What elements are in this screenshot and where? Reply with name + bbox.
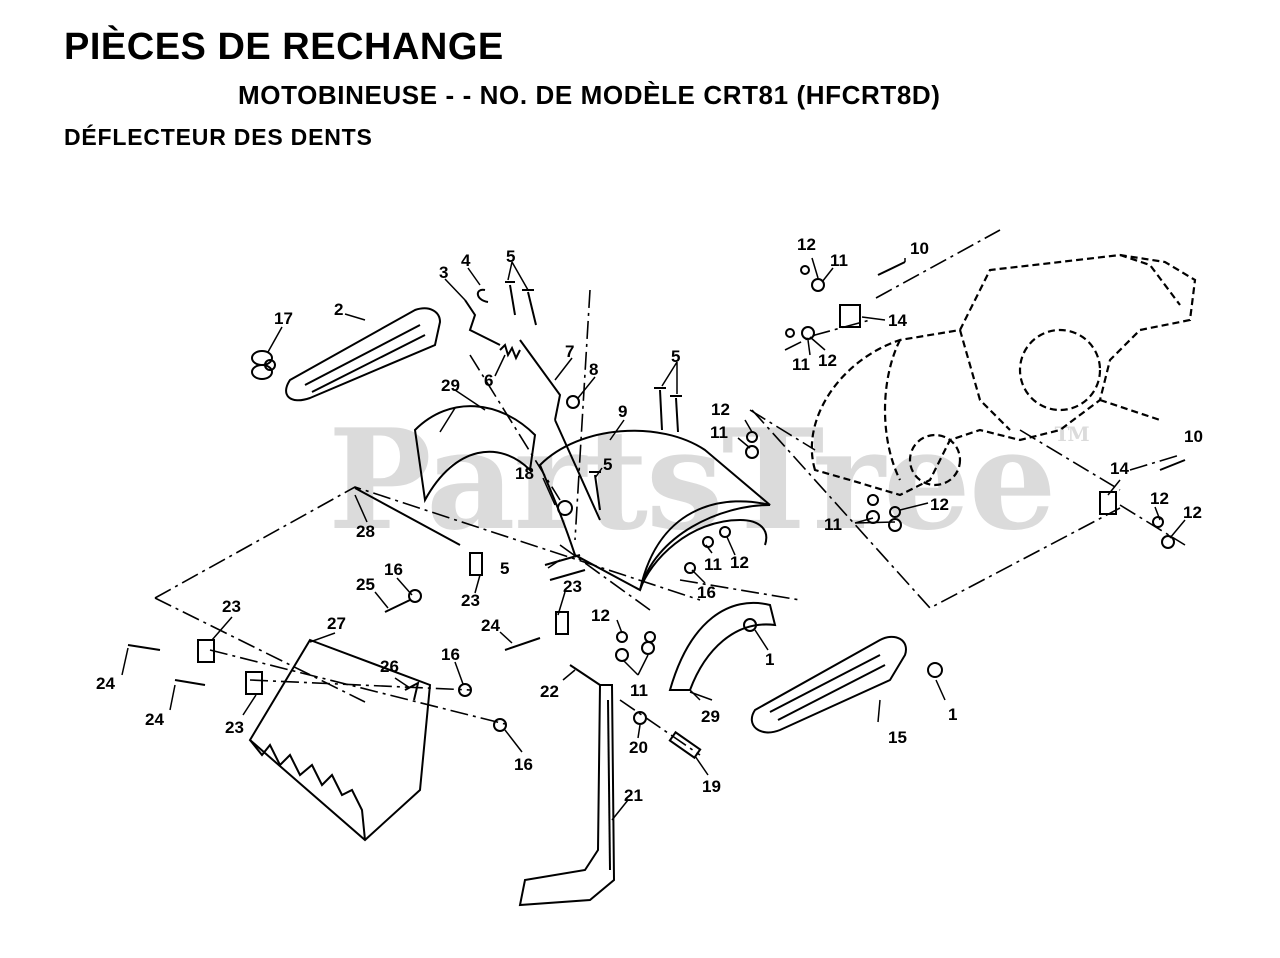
depth-bar xyxy=(518,684,616,907)
callout-23: 23 xyxy=(222,597,241,616)
callout-10: 10 xyxy=(1184,427,1203,446)
linkage xyxy=(519,339,601,521)
callout-16: 16 xyxy=(384,560,403,579)
callout-11: 11 xyxy=(710,423,728,442)
pin xyxy=(668,730,702,760)
callout-12: 12 xyxy=(818,351,837,370)
callout-12: 12 xyxy=(711,400,730,419)
callout-11: 12 xyxy=(1183,503,1202,522)
callout-7: 7 xyxy=(565,342,574,361)
deflector-pad-left xyxy=(285,307,442,402)
callout-11: 11 xyxy=(630,681,648,700)
callout-12: 12 xyxy=(730,553,749,572)
callout-24: 24 xyxy=(145,710,164,729)
pin-25 xyxy=(384,599,411,613)
callout-23: 23 xyxy=(461,591,480,610)
callout-22: 22 xyxy=(540,682,559,701)
callout-16: 16 xyxy=(697,583,716,602)
main-deflector xyxy=(538,429,771,592)
callout-5: 5 xyxy=(671,347,680,366)
callout-12: 12 xyxy=(591,606,610,625)
deflector-pad-right xyxy=(750,635,907,734)
rod xyxy=(354,487,461,546)
callout-6: 6 xyxy=(484,371,493,390)
side-shield-curve xyxy=(639,518,768,591)
callout-9: 9 xyxy=(618,402,627,421)
callout-8: 8 xyxy=(589,360,598,379)
callout-3: 3 xyxy=(439,263,448,282)
callout-24: 24 xyxy=(481,616,500,635)
callout-28: 28 xyxy=(356,522,375,541)
callout-11: 11 xyxy=(824,515,842,534)
callout-18: 18 xyxy=(515,464,534,483)
callout-11: 11 xyxy=(704,555,722,574)
shield-lower xyxy=(668,601,777,691)
nuts-washers xyxy=(408,265,1175,732)
page-title: PIÈCES DE RECHANGE xyxy=(64,26,504,68)
tiller-frame xyxy=(810,253,1197,497)
bracket-rod xyxy=(464,299,501,346)
callout-4: 4 xyxy=(461,251,471,270)
callout-16: 16 xyxy=(514,755,533,774)
callout-20: 20 xyxy=(629,738,648,757)
callout-labels: 1 1 2 3 4 5 5 5 5 6 7 8 9 10 10 11 11 11… xyxy=(96,235,1203,805)
callout-11: 11 xyxy=(792,355,810,374)
callout-24: 24 xyxy=(96,674,115,693)
callout-2: 2 xyxy=(334,300,343,319)
callout-5: 5 xyxy=(506,247,515,266)
leader-lines xyxy=(121,257,1186,821)
callout-1: 1 xyxy=(948,705,957,724)
callout-29: 29 xyxy=(441,376,460,395)
drag-plate xyxy=(248,638,432,842)
callout-19: 19 xyxy=(702,777,721,796)
callout-14: 14 xyxy=(1110,459,1129,478)
callout-14: 14 xyxy=(888,311,907,330)
callout-11: 11 xyxy=(830,251,848,270)
callout-21: 21 xyxy=(624,786,643,805)
section-title: DÉFLECTEUR DES DENTS xyxy=(64,124,373,150)
wing-nut xyxy=(251,350,276,380)
callout-5: 5 xyxy=(603,455,612,474)
callout-15: 15 xyxy=(888,728,907,747)
clip xyxy=(476,288,489,303)
callout-17: 17 xyxy=(274,309,293,328)
callout-12: 12 xyxy=(1150,489,1169,508)
callout-26: 26 xyxy=(380,657,399,676)
knob xyxy=(566,395,580,409)
callout-29: 29 xyxy=(701,707,720,726)
watermark: PartsTreeTM xyxy=(328,398,1090,561)
callout-5: 5 xyxy=(500,559,509,578)
callout-12: 12 xyxy=(797,235,816,254)
hinges xyxy=(197,304,1117,695)
callout-27: 27 xyxy=(327,614,346,633)
callout-23: 23 xyxy=(563,577,582,596)
callout-25: 25 xyxy=(356,575,375,594)
callout-1: 1 xyxy=(765,650,774,669)
callout-12: 12 xyxy=(930,495,949,514)
spring xyxy=(499,343,521,361)
callout-23: 23 xyxy=(225,718,244,737)
callout-16: 16 xyxy=(441,645,460,664)
shield-upper xyxy=(413,405,537,504)
callout-10: 10 xyxy=(910,239,929,258)
model-subtitle: MOTOBINEUSE - - NO. DE MODÈLE CRT81 (HFC… xyxy=(238,80,941,110)
